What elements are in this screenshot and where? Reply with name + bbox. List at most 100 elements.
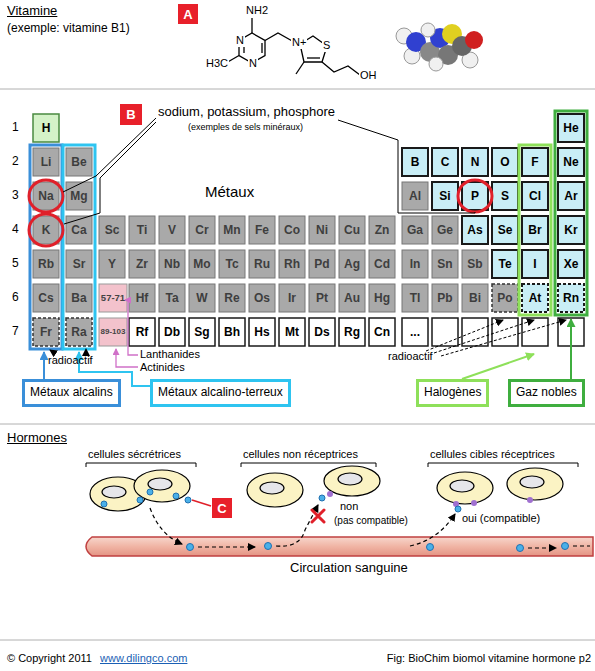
- element-cell: Br: [522, 216, 548, 244]
- cell-background: [309, 284, 335, 312]
- text-label: Métaux: [205, 183, 254, 200]
- drawing-circle: [137, 497, 143, 503]
- element-cell: Rf: [129, 318, 155, 346]
- drawing-ellipse: [520, 476, 544, 488]
- element-symbol: Xe: [564, 258, 579, 270]
- drawing-path: [43, 352, 45, 379]
- drawing-ellipse: [247, 473, 303, 507]
- cell-background: [402, 318, 428, 346]
- element-cell: Hg: [369, 284, 395, 312]
- cell-background: [249, 318, 275, 346]
- element-symbol: Ds: [314, 326, 329, 338]
- element-cell: He: [558, 114, 584, 142]
- drawing-path: [338, 120, 475, 213]
- drawing-ellipse: [29, 180, 63, 212]
- element-symbol: 57-71: [101, 293, 125, 303]
- atom-label: H3C: [205, 57, 229, 70]
- atom-label: NH2: [245, 4, 269, 17]
- element-symbol: Sc: [105, 224, 120, 236]
- drawing-path: [86, 349, 87, 354]
- drawing-rect: [555, 111, 587, 315]
- element-symbol: Li: [41, 156, 52, 168]
- element-cell: C: [432, 148, 458, 176]
- element-cell: Pb: [432, 284, 458, 312]
- cell-background: [33, 318, 59, 346]
- element-cell: As: [462, 216, 488, 244]
- text-label: cellules sécrétrices: [88, 448, 181, 461]
- element-symbol: Rn: [563, 292, 579, 304]
- element-symbol: Ra: [71, 326, 86, 338]
- cell-background: [99, 318, 127, 346]
- element-symbol: In: [410, 258, 421, 270]
- element-symbol: Sg: [194, 326, 209, 338]
- element-cell: At: [522, 284, 548, 312]
- element-symbol: Ge: [437, 224, 453, 236]
- cell-background: [558, 114, 584, 142]
- cell-background: [219, 318, 245, 346]
- cell-background: [189, 250, 215, 278]
- cell-background: [99, 250, 125, 278]
- box-text: C: [217, 501, 226, 516]
- cell-background: [432, 148, 458, 176]
- element-cell: Zr: [129, 250, 155, 278]
- element-cell: Pd: [309, 250, 335, 278]
- drawing-path: [573, 545, 590, 546]
- element-cell: S: [492, 182, 518, 210]
- element-cell: Co: [279, 216, 305, 244]
- text-label: radioactif: [48, 354, 93, 367]
- cell-background: [402, 284, 428, 312]
- drawing-ellipse: [134, 470, 190, 502]
- element-symbol: Fe: [255, 224, 269, 236]
- group-outlines: [30, 111, 587, 349]
- element-cell: Cs: [33, 284, 59, 312]
- element-cell: Rg: [339, 318, 365, 346]
- drawing-circle: [527, 497, 533, 503]
- element-symbol: Rg: [344, 326, 360, 338]
- group-label-box: Halogènes: [416, 379, 489, 407]
- hormone-dots: [101, 489, 569, 552]
- cell-background: [309, 318, 335, 346]
- cell-background: [189, 284, 215, 312]
- empty-element-cell: [432, 318, 458, 346]
- element-cell: P: [462, 182, 488, 210]
- cell-background: [462, 148, 488, 176]
- element-cell: Te: [492, 250, 518, 278]
- element-cell: Rb: [33, 250, 59, 278]
- drawing-circle: [465, 31, 483, 49]
- element-symbol: Ag: [344, 258, 360, 270]
- element-cell: I: [522, 250, 548, 278]
- element-cell: Ni: [309, 216, 335, 244]
- cell-background: [339, 216, 365, 244]
- drawing-path: [198, 546, 255, 547]
- element-cell: Mg: [66, 182, 92, 210]
- drawing-path: [86, 463, 196, 467]
- empty-element-cell: [462, 318, 488, 346]
- element-symbol: S: [501, 190, 509, 202]
- cell-background: [129, 250, 155, 278]
- atom-label: N+: [291, 36, 307, 49]
- cell-background: [462, 182, 488, 210]
- element-cell: Sc: [99, 216, 125, 244]
- element-cell: Al: [402, 182, 428, 210]
- element-symbol: Mt: [285, 326, 299, 338]
- element-symbol: Mg: [70, 190, 87, 202]
- element-cell: Re: [219, 284, 245, 312]
- element-symbol: Mo: [193, 258, 210, 270]
- element-cell: Mo: [189, 250, 215, 278]
- cell-background: [522, 284, 548, 312]
- element-cell: Au: [339, 284, 365, 312]
- element-symbol: Al: [409, 190, 421, 202]
- text-label: Fig: BioChim biomol vitamine hormone p2: [387, 652, 591, 665]
- drawing-ellipse: [450, 480, 474, 492]
- cell-background: [558, 148, 584, 176]
- element-symbol: Au: [344, 292, 360, 304]
- element-symbol: P: [471, 190, 479, 202]
- drawing-path: [50, 350, 56, 354]
- element-symbol: I: [533, 258, 536, 270]
- element-cell: F: [522, 148, 548, 176]
- element-cell: Na: [33, 182, 59, 210]
- drawing-path: [528, 547, 556, 548]
- element-symbol: Cu: [344, 224, 360, 236]
- cell-background: [402, 250, 428, 278]
- element-symbol: Rf: [136, 326, 149, 338]
